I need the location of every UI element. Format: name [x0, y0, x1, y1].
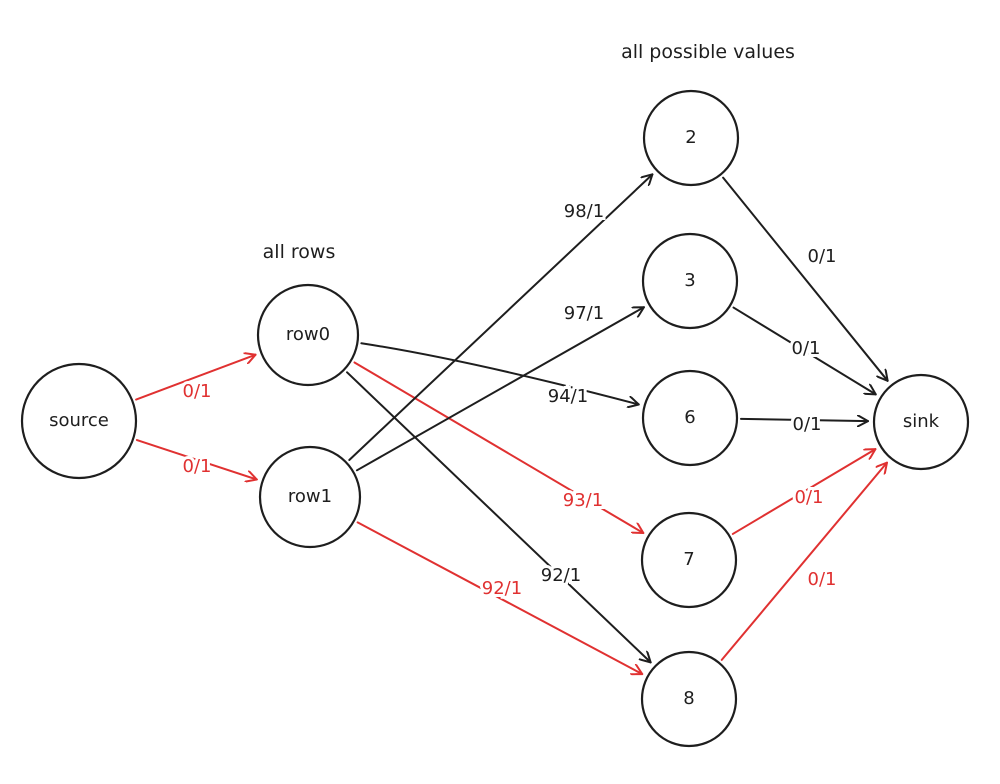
edge-row0-to-v7 [353, 361, 645, 535]
node-v6-circle [641, 369, 739, 467]
edge-row0-to-v6 [360, 342, 640, 404]
edge-v6-to-sink [739, 419, 870, 421]
node-source-circle [20, 362, 138, 480]
node-row0-circle [256, 283, 360, 387]
edge-labels-layer: 0/1 0/1 94/1 93/1 92/1 98/1 97/1 92/1 0/1 0/1 0/1 0… [180, 198, 840, 602]
node-v2-label: 2 [685, 127, 696, 148]
node-v6: 6 [641, 369, 739, 467]
node-v8-label: 8 [683, 688, 694, 709]
edge-row1-to-v3 [355, 306, 645, 472]
edge-source-to-row0 [135, 355, 257, 401]
edge-label-row0-to-v6: 94/1 [548, 386, 588, 407]
node-source-label: source [49, 410, 109, 431]
edge-row0-to-v8 [346, 371, 652, 664]
edge-v2-to-sink [722, 176, 889, 382]
edge-row1-to-v2 [348, 173, 654, 461]
edge-v8-to-sink [720, 461, 888, 661]
node-v2-circle [642, 89, 740, 187]
node-v3-circle [641, 232, 739, 330]
edge-label-row1-to-v8: 92/1 [482, 578, 522, 599]
node-sink: sink [872, 373, 970, 471]
edge-label-v3-to-sink: 0/1 [792, 338, 821, 359]
node-v7: 7 [640, 511, 738, 609]
edge-label-source-to-row0: 0/1 [183, 381, 212, 402]
values-group-label: all possible values [621, 41, 795, 63]
edge-label-v8-to-sink: 0/1 [808, 569, 837, 590]
edge-source-to-row1 [135, 439, 258, 479]
edge-label-row1-to-v2: 98/1 [564, 201, 604, 222]
node-v7-circle [640, 511, 738, 609]
edge-row1-to-v8 [356, 521, 644, 674]
edge-label-v7-to-sink: 0/1 [795, 487, 824, 508]
node-v3: 3 [641, 232, 739, 330]
node-row1-label: row1 [288, 486, 332, 507]
node-source: source [20, 362, 138, 480]
nodes-layer: source row0 row1 2 3 6 7 8 sink [20, 89, 970, 748]
edge-label-row1-to-v3: 97/1 [564, 303, 604, 324]
node-v8-circle [640, 650, 738, 748]
edge-label-row0-to-v7: 93/1 [563, 490, 603, 511]
node-v3-label: 3 [684, 270, 695, 291]
edge-v3-to-sink [732, 306, 877, 396]
edge-label-row0-to-v8: 92/1 [541, 565, 581, 586]
node-v6-label: 6 [684, 407, 695, 428]
node-row1-circle [258, 445, 362, 549]
node-row1: row1 [258, 445, 362, 549]
rows-group-label: all rows [263, 241, 336, 263]
node-sink-circle [872, 373, 970, 471]
node-sink-label: sink [903, 411, 940, 432]
node-row0: row0 [256, 283, 360, 387]
edge-label-v2-to-sink: 0/1 [808, 246, 837, 267]
node-v8: 8 [640, 650, 738, 748]
edge-v7-to-sink [731, 448, 877, 535]
node-v7-label: 7 [683, 549, 694, 570]
node-row0-label: row0 [286, 324, 330, 345]
edge-label-v6-to-sink: 0/1 [793, 414, 822, 435]
node-v2: 2 [642, 89, 740, 187]
edges-layer [135, 173, 889, 674]
edge-label-source-to-row1: 0/1 [183, 456, 212, 477]
